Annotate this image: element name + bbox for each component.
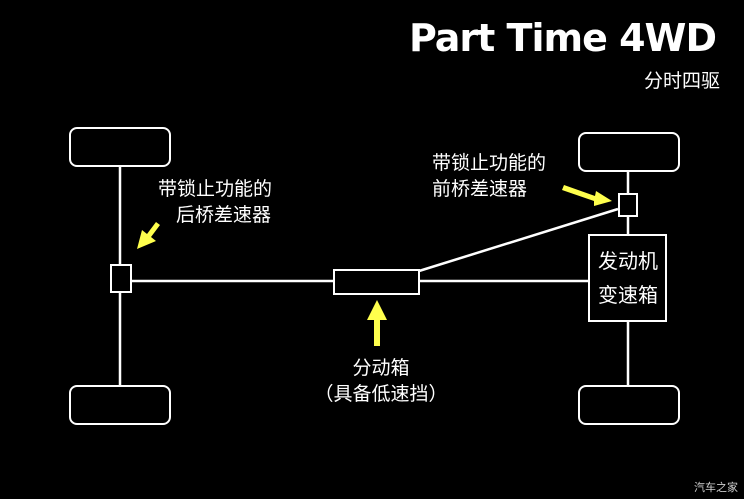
front-diff-label-line1: 带锁止功能的: [432, 152, 547, 174]
front-differential: [618, 193, 638, 217]
rear-right-wheel: [69, 385, 171, 425]
engine-label: 发动机: [598, 249, 658, 273]
engine-gearbox-label: 发动机 变速箱: [592, 247, 664, 309]
transfer-case: [333, 269, 420, 295]
rear-left-wheel: [69, 127, 171, 167]
front-driveshaft: [418, 207, 619, 273]
page-subtitle: 分时四驱: [643, 70, 720, 92]
rear-diff-label-line2: 后桥差速器: [176, 204, 272, 226]
gearbox-label: 变速箱: [598, 283, 658, 307]
engine-gearbox-box: [588, 234, 667, 322]
rear-diff-arrow-icon: [137, 222, 160, 249]
front-left-wheel: [578, 132, 680, 172]
transfer-case-label: 分动箱 （具备低速挡）: [306, 355, 456, 407]
rear-diff-label-line1: 带锁止功能的: [158, 178, 273, 200]
transfer-case-label-line2: （具备低速挡）: [314, 383, 448, 405]
rear-differential: [110, 264, 132, 293]
watermark-text: 汽车之家: [694, 481, 738, 494]
front-diff-label: 带锁止功能的 前桥差速器: [432, 150, 546, 202]
front-right-wheel: [578, 385, 680, 425]
transfer-case-arrow-icon: [367, 300, 387, 346]
transfer-case-label-line1: 分动箱: [352, 357, 410, 379]
page-title: Part Time 4WD: [408, 16, 717, 60]
front-diff-arrow-icon: [562, 185, 612, 206]
front-diff-label-line2: 前桥差速器: [432, 178, 528, 200]
rear-diff-label: 带锁止功能的 后桥差速器: [158, 176, 272, 228]
